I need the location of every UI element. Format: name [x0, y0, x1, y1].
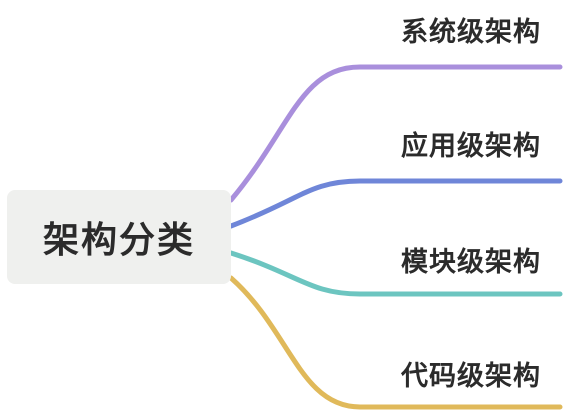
connector-line-module — [228, 250, 563, 297]
connector-line-code — [228, 275, 563, 410]
branch-node-system[interactable]: 系统级架构 — [401, 17, 541, 48]
branch-node-code[interactable]: 代码级架构 — [401, 361, 541, 392]
branch-node-module[interactable]: 模块级架构 — [401, 247, 541, 278]
connector-line-system — [228, 64, 563, 203]
root-label: 架构分类 — [42, 220, 195, 261]
root-node[interactable]: 架构分类 — [7, 190, 231, 284]
connector-line-application — [228, 178, 563, 229]
branch-node-application[interactable]: 应用级架构 — [401, 131, 541, 162]
